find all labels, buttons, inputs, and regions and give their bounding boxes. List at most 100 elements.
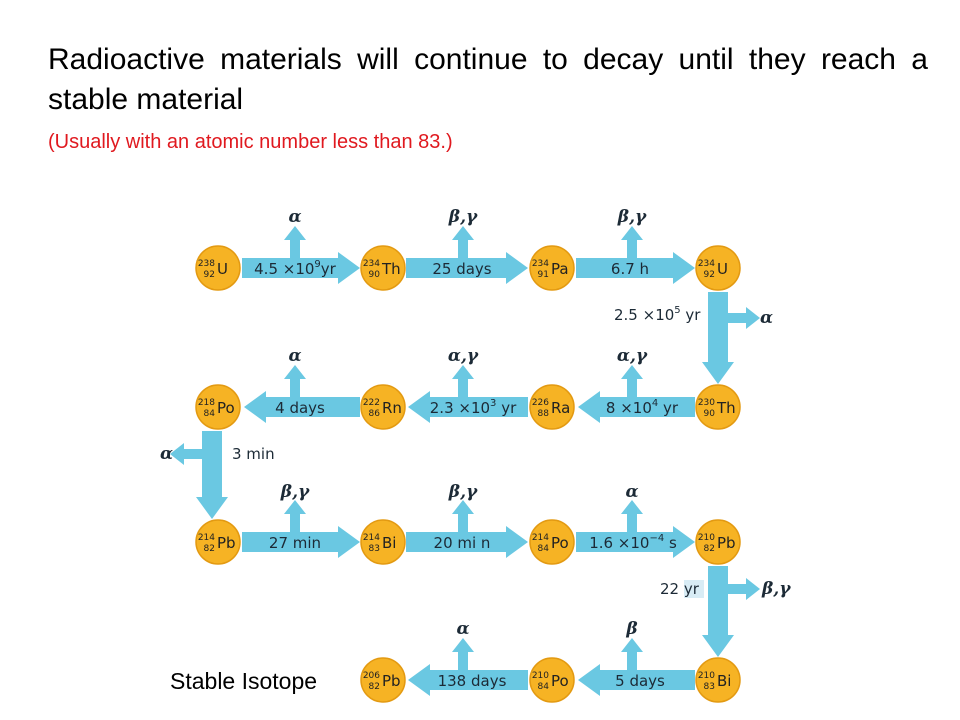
- mass-number: 218: [198, 398, 215, 408]
- element-symbol: Pb: [382, 672, 401, 690]
- half-life-label-t8: 3 min: [232, 445, 275, 463]
- atomic-number: 86: [369, 409, 381, 419]
- emission-arrow-t13: [621, 638, 643, 670]
- nucleus-circle: [360, 245, 406, 291]
- element-symbol: U: [717, 260, 728, 278]
- mass-number: 214: [198, 533, 215, 543]
- emission-label-t11: α: [625, 482, 638, 502]
- emission-arrow-t2: [452, 226, 474, 258]
- emission-arrow-t9: [284, 500, 306, 532]
- decay-arrow-t6: [408, 391, 528, 423]
- nucleus-circle: [695, 384, 741, 430]
- atomic-number: 92: [204, 270, 215, 280]
- element-symbol: Pb: [217, 534, 236, 552]
- decay-arrow-t7: [244, 391, 360, 423]
- atomic-number: 90: [704, 409, 716, 419]
- highlight-box: [684, 580, 704, 598]
- nucleus-circle: [695, 519, 741, 565]
- decay-arrow-t11: [576, 526, 695, 558]
- emission-label-t10: β,γ: [448, 482, 478, 502]
- decay-arrow-t5: [578, 391, 695, 423]
- element-symbol: Bi: [717, 672, 731, 690]
- decay-arrow-t1: [242, 252, 360, 284]
- emission-label-t14: α: [456, 619, 469, 639]
- nucleus-circle: [360, 657, 406, 703]
- atomic-number: 91: [538, 270, 549, 280]
- emission-arrow-t10: [452, 500, 474, 532]
- emission-label-t12: β,γ: [761, 579, 791, 599]
- mass-number: 226: [532, 398, 549, 408]
- element-symbol: Bi: [382, 534, 396, 552]
- emission-label-t4: α: [760, 308, 773, 328]
- emission-arrow-t4: [728, 307, 760, 329]
- nucleus-circle: [360, 519, 406, 565]
- nucleus-circle: [529, 245, 575, 291]
- decay-arrow-t8: [196, 431, 228, 519]
- mass-number: 238: [198, 259, 215, 269]
- decay-arrow-t12: [702, 566, 734, 657]
- emission-arrow-t11: [621, 500, 643, 532]
- half-life-label-t3: 6.7 h: [611, 260, 649, 278]
- half-life-label-t13: 5 days: [615, 672, 665, 690]
- half-life-label-t11: 1.6 ×10−4 s: [589, 533, 677, 552]
- element-symbol: Po: [551, 672, 569, 690]
- emission-label-t1: α: [288, 207, 301, 227]
- emission-label-t5: α,γ: [617, 346, 648, 366]
- half-life-label-t5: 8 ×104 yr: [606, 398, 679, 417]
- decay-arrow-t4: [702, 292, 734, 384]
- page-title: Radioactive materials will continue to d…: [48, 43, 928, 116]
- emission-arrow-t5: [621, 365, 643, 397]
- half-life-label-t4: 2.5 ×105 yr: [614, 305, 701, 324]
- mass-number: 222: [363, 398, 380, 408]
- decay-arrow-t10: [406, 526, 528, 558]
- atomic-number: 82: [704, 544, 715, 554]
- nucleus-circle: [195, 519, 241, 565]
- half-life-label-t14: 138 days: [438, 672, 507, 690]
- half-life-label-t10: 20 mi n: [434, 534, 491, 552]
- half-life-label-t2: 25 days: [432, 260, 491, 278]
- atomic-number: 84: [538, 544, 550, 554]
- half-life-label-t9: 27 min: [269, 534, 321, 552]
- mass-number: 234: [532, 259, 549, 269]
- emission-arrow-t7: [284, 365, 306, 397]
- nucleus-circle: [529, 519, 575, 565]
- atomic-number: 83: [369, 544, 380, 554]
- atomic-number: 88: [538, 409, 550, 419]
- emission-label-t7: α: [288, 346, 301, 366]
- half-life-label-t6: 2.3 ×103 yr: [430, 398, 517, 417]
- half-life-label-t12: 22 yr: [660, 580, 700, 598]
- atomic-number: 83: [704, 682, 715, 692]
- emission-arrow-t1: [284, 226, 306, 258]
- emission-label-t3: β,γ: [617, 207, 647, 227]
- nucleus-circle: [195, 384, 241, 430]
- element-symbol: Pb: [717, 534, 736, 552]
- atomic-number: 82: [369, 682, 380, 692]
- atomic-number: 84: [204, 409, 216, 419]
- decay-arrow-t14: [408, 664, 528, 696]
- decay-arrow-t3: [576, 252, 695, 284]
- element-symbol: Rn: [382, 399, 402, 417]
- atomic-number: 92: [704, 270, 715, 280]
- element-symbol: Ra: [551, 399, 570, 417]
- mass-number: 234: [698, 259, 715, 269]
- nucleus-circle: [195, 245, 241, 291]
- half-life-label-t1: 4.5 ×109yr: [254, 259, 337, 278]
- emission-arrow-t6: [452, 365, 474, 397]
- decay-arrow-t2: [406, 252, 528, 284]
- emission-arrow-t3: [621, 226, 643, 258]
- emission-label-t2: β,γ: [448, 207, 478, 227]
- nucleus-circle: [695, 657, 741, 703]
- mass-number: 210: [698, 533, 715, 543]
- element-symbol: Th: [381, 260, 401, 278]
- nucleus-circle: [529, 657, 575, 703]
- emission-label-t8: α: [160, 444, 173, 464]
- emission-label-t6: α,γ: [448, 346, 479, 366]
- mass-number: 234: [363, 259, 380, 269]
